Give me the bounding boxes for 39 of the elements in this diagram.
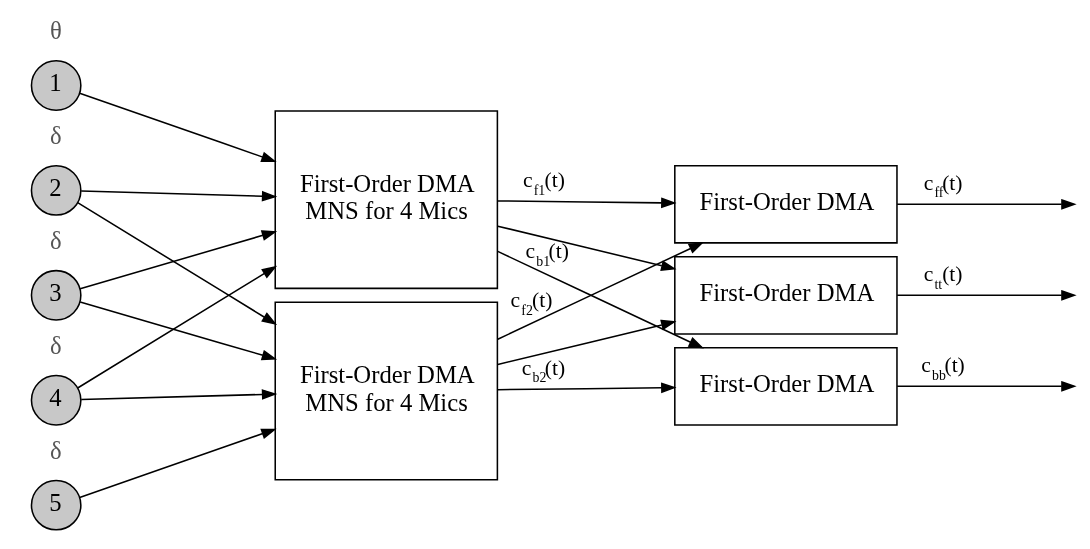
- node-box: First-Order DMA: [674, 164, 898, 244]
- edge-label: c$_{b2}$(t): [521, 355, 566, 386]
- arrow: [80, 190, 278, 202]
- arrow: [76, 265, 278, 389]
- arrow: [497, 319, 677, 366]
- arrow: [497, 250, 705, 349]
- label: δ: [49, 436, 62, 464]
- arrow: [76, 201, 278, 325]
- arrow: [497, 197, 677, 209]
- label: δ: [49, 331, 62, 359]
- arrow: [497, 382, 677, 394]
- arrow: [896, 289, 1077, 301]
- node-circle: 3: [30, 269, 82, 321]
- node-circle: 5: [30, 479, 82, 531]
- node-box: First-Order DMA: [674, 256, 898, 335]
- arrow: [78, 92, 277, 162]
- arrow: [79, 301, 278, 361]
- edge-label: c$_{bb}$(t): [921, 353, 965, 383]
- label: δ: [49, 226, 62, 254]
- node-circle: 4: [30, 374, 82, 426]
- label: θ: [49, 16, 62, 44]
- arrow: [896, 198, 1077, 210]
- arrow: [79, 230, 278, 290]
- arrow: [497, 225, 677, 271]
- node-circle: 2: [30, 164, 82, 216]
- edge-label: c$_{tt}$(t): [923, 262, 963, 292]
- edge-label: c$_{b1}$(t): [525, 239, 569, 269]
- arrow: [497, 242, 705, 340]
- node-box: First-Order DMA: [674, 347, 898, 426]
- edge-label: c$_{f2}$(t): [510, 288, 553, 318]
- arrow: [896, 380, 1077, 392]
- edge-label: c$_{f1}$(t): [522, 168, 565, 198]
- node-box: First-Order DMA MNS for 4 Mics: [274, 110, 499, 290]
- arrow: [78, 428, 277, 499]
- arrow: [80, 389, 278, 401]
- node-box: First-Order DMA MNS for 4 Mics: [274, 301, 499, 481]
- node-circle: 1: [30, 60, 82, 111]
- label: δ: [49, 121, 62, 149]
- edge-label: c$_{ff}$(t): [923, 170, 963, 201]
